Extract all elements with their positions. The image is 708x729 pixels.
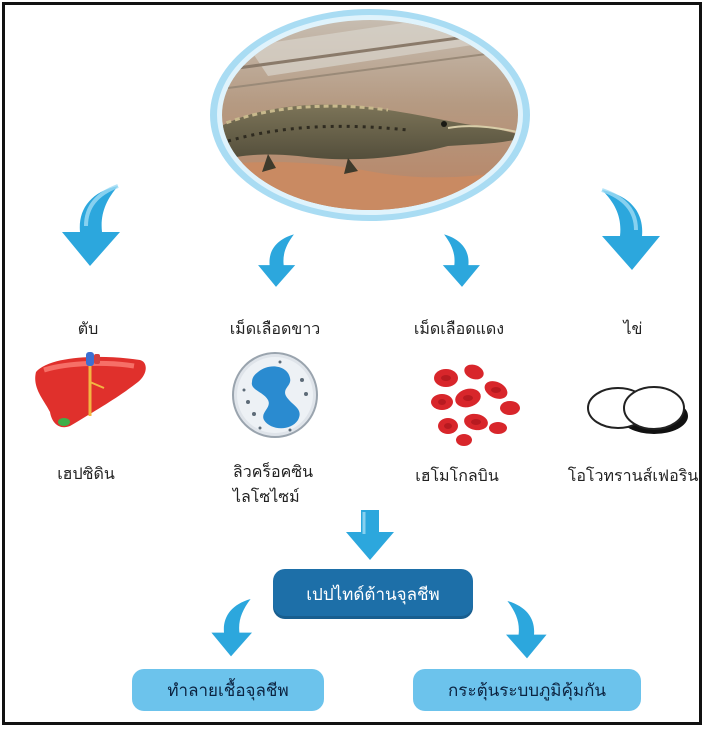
eggs-icon bbox=[584, 380, 694, 440]
crocodile-photo bbox=[208, 6, 532, 224]
liver-icon bbox=[30, 352, 150, 432]
source-label-liver: ตับ bbox=[78, 317, 99, 342]
destroy-pathogens-box: ทำลายเชื้อจุลชีพ bbox=[132, 669, 324, 711]
stimulate-immunity-box: กระตุ้นระบบภูมิคุ้มกัน bbox=[413, 669, 641, 711]
antimicrobial-peptide-box: เปปไทด์ต้านจุลชีพ bbox=[273, 569, 473, 619]
red-blood-cells-icon bbox=[424, 362, 524, 448]
arrow-to-white-blood-cell bbox=[244, 228, 308, 292]
arrow-to-eggs bbox=[582, 178, 682, 278]
white-blood-cell-icon bbox=[230, 350, 320, 440]
arrow-to-peptide bbox=[340, 506, 400, 564]
arrow-to-red-blood-cells bbox=[430, 228, 494, 292]
product-label-liver: เฮปซิดิน bbox=[57, 462, 115, 487]
source-label-red-blood-cells: เม็ดเลือดแดง bbox=[414, 317, 504, 342]
product-label-red-blood-cells: เฮโมโกลบิน bbox=[415, 464, 499, 489]
product-label-white-blood-cell: ลิวคร็อคซิน ไลโซไซม์ bbox=[233, 459, 313, 509]
arrow-to-destroy-pathogens bbox=[196, 592, 266, 662]
source-label-eggs: ไข่ bbox=[624, 317, 643, 342]
arrow-to-liver bbox=[40, 174, 140, 274]
source-label-white-blood-cell: เม็ดเลือดขาว bbox=[230, 317, 321, 342]
arrow-to-stimulate-immunity bbox=[492, 594, 562, 664]
product-label-eggs: โอโวทรานส์เฟอริน bbox=[568, 464, 699, 489]
